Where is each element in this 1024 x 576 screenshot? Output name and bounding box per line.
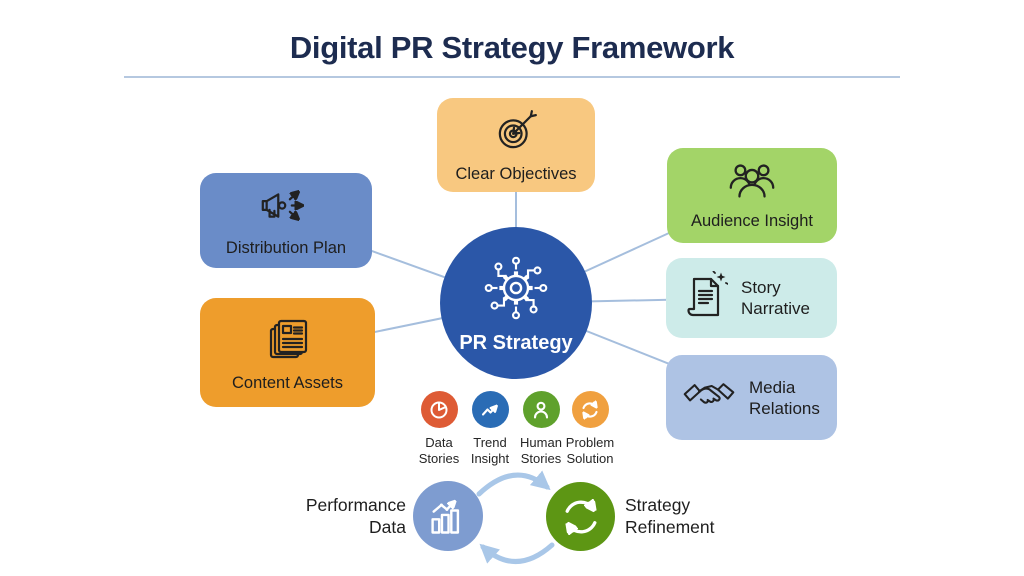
people-icon — [725, 160, 779, 207]
node-label: Content Assets — [232, 374, 343, 392]
node-story-narrative: Story Narrative — [666, 258, 837, 338]
node-label: Media Relations — [749, 377, 820, 418]
node-audience-insight: Audience Insight — [667, 148, 837, 243]
scroll-icon — [682, 270, 729, 326]
tactic-trend-insight: Trend Insight — [462, 391, 518, 466]
tactic-problem-solution: Problem Solution — [562, 391, 618, 466]
node-media-relations: Media Relations — [666, 355, 837, 440]
refresh-icon — [571, 391, 609, 428]
node-distribution-plan: Distribution Plan — [200, 173, 372, 268]
refresh-cycle-icon — [546, 482, 615, 551]
megaphone-icon — [257, 183, 315, 234]
tactic-data-stories: Data Stories — [411, 391, 467, 466]
node-label: Clear Objectives — [455, 164, 577, 183]
person-icon — [522, 391, 560, 428]
node-label: Audience Insight — [690, 212, 813, 230]
node-clear-objectives: Clear Objectives — [437, 98, 595, 192]
bar-chart-icon — [413, 481, 483, 551]
target-icon — [492, 107, 540, 160]
tactic-human-stories: Human Stories — [513, 391, 569, 466]
performance-data-label: Performance Data — [305, 495, 406, 537]
pie-chart-icon — [420, 391, 458, 428]
gear-network-icon — [479, 251, 553, 330]
hub-label: PR Strategy — [459, 332, 573, 354]
handshake-icon — [682, 376, 736, 419]
tactic-label: Data Stories — [418, 435, 460, 466]
node-label: Story Narrative — [741, 278, 810, 318]
tactic-label: Human Stories — [520, 435, 562, 466]
node-content-assets: Content Assets — [200, 298, 375, 407]
title-divider — [124, 76, 900, 78]
tactic-label: Trend Insight — [470, 435, 510, 466]
strategy-refinement-label: Strategy Refinement — [625, 495, 715, 537]
hub-pr-strategy: PR Strategy — [440, 227, 592, 379]
feedback-cycle-arrows — [476, 470, 555, 564]
trend-line-icon — [471, 391, 509, 428]
documents-icon — [262, 312, 314, 369]
node-label: Distribution Plan — [225, 239, 347, 257]
tactic-label: Problem Solution — [565, 435, 615, 466]
page-title: Digital PR Strategy Framework — [289, 30, 735, 65]
